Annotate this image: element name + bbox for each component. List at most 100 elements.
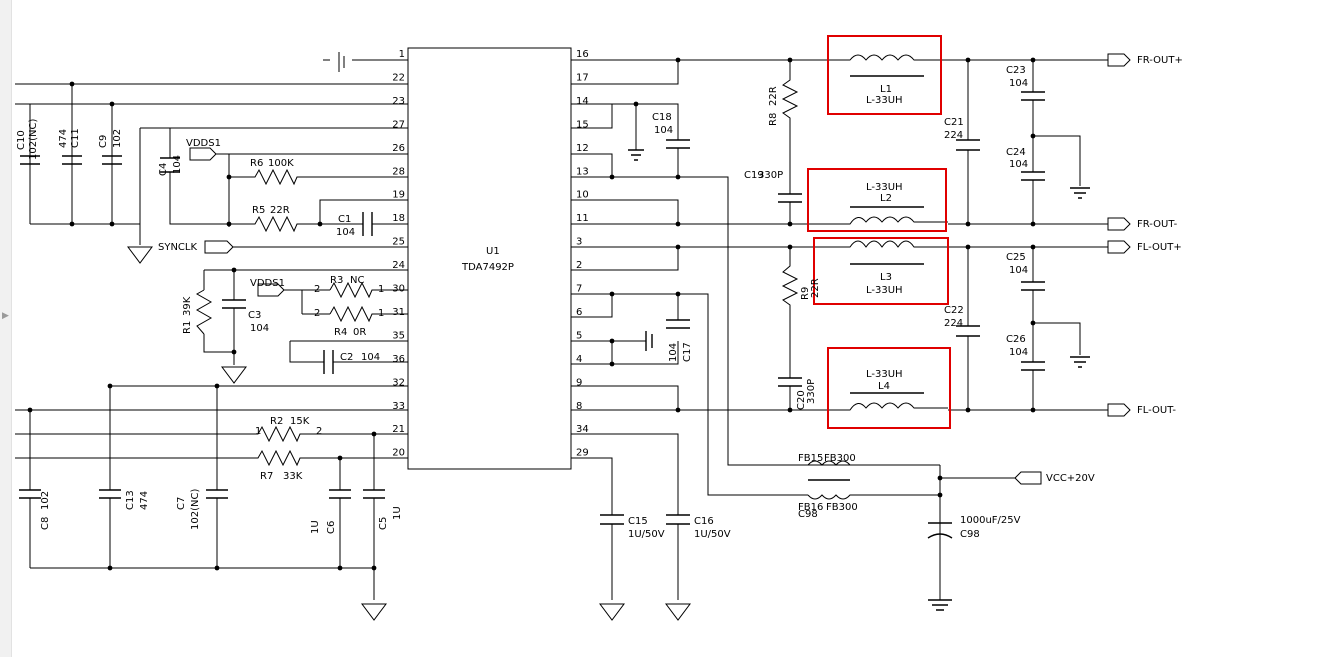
right-pin-number: 12 — [576, 143, 589, 154]
l3-ref: L3 — [880, 272, 892, 283]
left-pin-number: 20 — [392, 448, 405, 459]
r4-ref: R4 — [334, 327, 347, 338]
port-fl-pos: FL-OUT+ — [1137, 242, 1182, 253]
left-pin-number: 21 — [392, 424, 405, 435]
right-pin-number: 7 — [576, 284, 582, 295]
scroll-right-arrow-icon[interactable]: ▶ — [2, 311, 9, 321]
right-pin-number: 11 — [576, 213, 589, 224]
l3-highlight-box — [813, 237, 949, 305]
l2-ref: L2 — [880, 193, 892, 204]
c23-ref: C23 — [1006, 65, 1026, 76]
c1-value: 104 — [336, 227, 355, 238]
r2-pin1: 1 — [255, 426, 261, 437]
right-pin-number: 3 — [576, 237, 582, 248]
c2-ref: C2 — [340, 352, 353, 363]
c5-value: 1U — [392, 506, 403, 520]
c25-value: 104 — [1009, 265, 1028, 276]
right-pin-number: 8 — [576, 401, 582, 412]
left-pin-number: 19 — [392, 190, 405, 201]
right-pin-number: 14 — [576, 96, 589, 107]
left-pin-number: 36 — [392, 354, 405, 365]
fb16-value: FB300 — [826, 502, 858, 513]
l1-highlight-box — [827, 35, 942, 115]
left-pin-number: 25 — [392, 237, 405, 248]
c24-value: 104 — [1009, 159, 1028, 170]
c17-value: 104 — [668, 343, 679, 362]
r4-value: 0R — [353, 327, 366, 338]
c20-ref: C20 — [796, 390, 807, 410]
l1-ref: L1 — [880, 84, 892, 95]
c8-ref: C8 — [40, 517, 51, 530]
c9-value: 102 — [112, 129, 123, 148]
c23-value: 104 — [1009, 78, 1028, 89]
c25-ref: C25 — [1006, 252, 1026, 263]
c8-value: 102 — [40, 491, 51, 510]
right-pin-number: 17 — [576, 72, 589, 83]
r7-value: 33K — [283, 471, 303, 482]
left-pin-number: 26 — [392, 143, 405, 154]
right-pin-number: 6 — [576, 307, 582, 318]
c10-ref: C10 — [16, 130, 27, 150]
left-pin-number: 22 — [392, 72, 405, 83]
left-scrollbar[interactable]: ▶ — [0, 0, 12, 657]
l3-value: L-33UH — [866, 285, 903, 296]
l2-highlight-box — [807, 168, 947, 232]
c5-ref: C5 — [378, 517, 389, 530]
l4-highlight-box — [827, 347, 951, 429]
right-pin-number: 15 — [576, 119, 589, 130]
c19-ref: C19 — [744, 170, 764, 181]
left-pin-number: 30 — [392, 284, 405, 295]
c16-value: 1U/50V — [694, 529, 731, 540]
port-vdds1-bottom: VDDS1 — [250, 278, 285, 289]
left-pin-number: 32 — [392, 377, 405, 388]
left-pin-number: 33 — [392, 401, 405, 412]
c4-ref: C4 — [158, 163, 169, 176]
right-pin-number: 10 — [576, 190, 589, 201]
r9-value: 22R — [810, 278, 821, 298]
c22-value: 224 — [944, 318, 963, 329]
right-pin-number: 16 — [576, 49, 589, 60]
right-pin-number: 29 — [576, 448, 589, 459]
right-wiring — [571, 53, 1131, 621]
l4-value: L-33UH — [866, 369, 903, 380]
r2-ref: R2 — [270, 416, 283, 427]
c15-value: 1U/50V — [628, 529, 665, 540]
c21-value: 224 — [944, 130, 963, 141]
port-fr-neg: FR-OUT- — [1137, 219, 1178, 230]
c1-ref: C1 — [338, 214, 351, 225]
r1-value: 39K — [182, 296, 193, 316]
l4-ref: L4 — [878, 381, 890, 392]
left-pin-number: 1 — [399, 49, 405, 60]
c18-ref: C18 — [652, 112, 672, 123]
left-pin-number: 35 — [392, 330, 405, 341]
c13-value: 474 — [139, 491, 150, 510]
c98-ref: C98 — [798, 509, 818, 520]
l2-value: L-33UH — [866, 182, 903, 193]
r5-value: 22R — [270, 205, 290, 216]
r3-pin2: 2 — [314, 284, 320, 295]
right-junctions — [609, 57, 1036, 498]
port-fr-pos: FR-OUT+ — [1137, 55, 1183, 66]
c24-ref: C24 — [1006, 147, 1026, 158]
right-pin-number: 34 — [576, 424, 589, 435]
c22-ref: C22 — [944, 305, 964, 316]
r4-pin1: 1 — [378, 308, 384, 319]
c16-ref: C16 — [694, 516, 714, 527]
r3-value: NC — [350, 275, 364, 286]
left-pin-number: 28 — [392, 166, 405, 177]
c11-value: 474 — [58, 129, 69, 148]
ic-ref: U1 — [486, 246, 500, 257]
c6-value: 1U — [310, 520, 321, 534]
r9-ref: R9 — [800, 287, 811, 300]
fb16-ref: FB16 — [798, 502, 823, 513]
r3-pin1: 1 — [378, 284, 384, 295]
r2-pin2: 2 — [316, 426, 322, 437]
port-fl-neg: FL-OUT- — [1137, 405, 1176, 416]
left-pin-number: 27 — [392, 119, 405, 130]
right-pin-number: 5 — [576, 330, 582, 341]
c20-value: 330P — [806, 379, 817, 404]
ic-part: TDA7492P — [461, 262, 514, 273]
